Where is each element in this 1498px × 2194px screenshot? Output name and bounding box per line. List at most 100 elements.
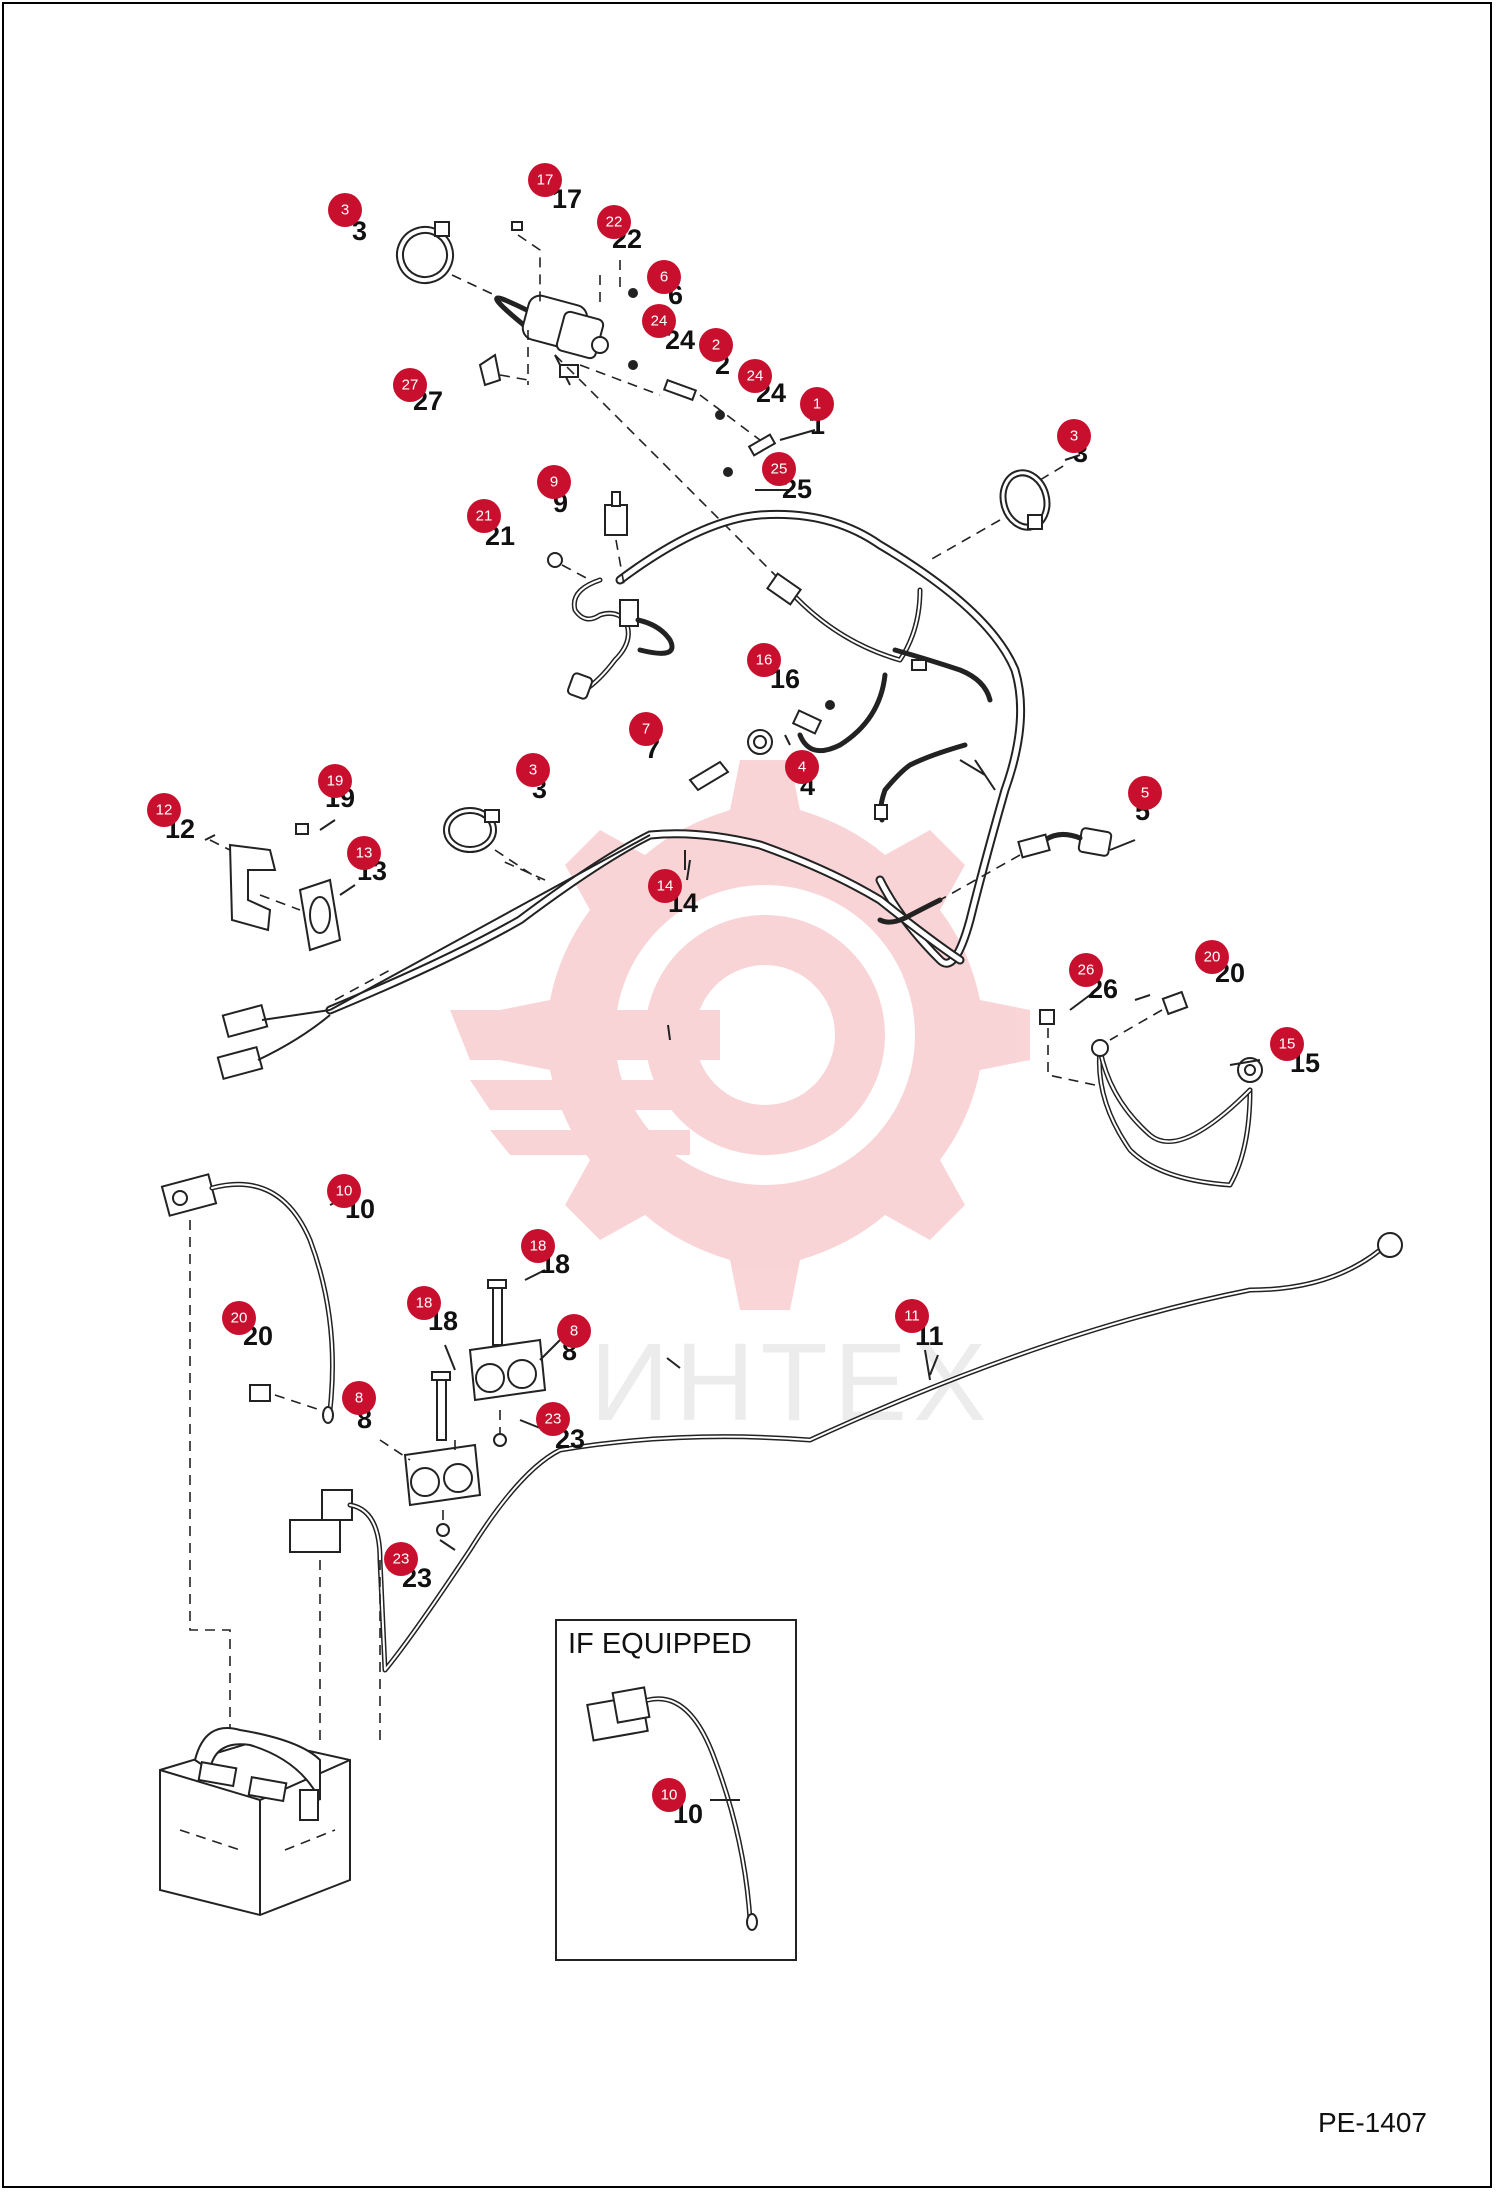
badge-3-mid: 3 xyxy=(516,753,550,787)
bracket-12 xyxy=(228,843,277,932)
svg-text:21: 21 xyxy=(476,508,493,525)
badge-5: 5 xyxy=(1128,776,1162,810)
inset-title: IF EQUIPPED xyxy=(568,1628,752,1660)
badge-9: 9 xyxy=(537,465,571,499)
badge-25: 25 xyxy=(762,452,796,486)
hose-clamp-right xyxy=(999,469,1051,531)
svg-text:5: 5 xyxy=(1141,785,1149,802)
badge-26: 26 xyxy=(1069,953,1103,987)
svg-text:18: 18 xyxy=(416,1295,433,1312)
battery-cable-10 xyxy=(160,1173,335,1424)
svg-text:23: 23 xyxy=(545,1411,562,1428)
grommet-4 xyxy=(747,729,773,755)
badge-4: 4 xyxy=(785,750,819,784)
svg-text:26: 26 xyxy=(1078,962,1095,979)
badge-10-inset: 10 xyxy=(652,1778,686,1812)
svg-text:2: 2 xyxy=(712,337,720,354)
hose-clamp-mid xyxy=(443,807,500,853)
clamp-block-lower xyxy=(403,1443,482,1507)
harness-connector-a xyxy=(765,572,803,606)
svg-text:10: 10 xyxy=(336,1183,353,1200)
badge-18-lower: 18 xyxy=(407,1286,441,1320)
screw-17 xyxy=(511,221,523,231)
sensor-connector-16 xyxy=(791,709,823,735)
badge-14: 14 xyxy=(648,869,682,903)
badge-10-top: 10 xyxy=(327,1174,361,1208)
bracket-27 xyxy=(478,353,502,387)
washer-24b xyxy=(715,410,725,420)
switch-9 xyxy=(604,491,628,536)
svg-text:13: 13 xyxy=(356,845,373,862)
badge-15: 15 xyxy=(1270,1027,1304,1061)
clamp-block-upper xyxy=(468,1338,547,1402)
bolt-26 xyxy=(1039,1009,1055,1025)
badge-16: 16 xyxy=(747,643,781,677)
sensor-7 xyxy=(688,760,730,792)
svg-text:3: 3 xyxy=(341,202,349,219)
svg-text:22: 22 xyxy=(606,214,623,231)
badge-11: 11 xyxy=(895,1299,929,1333)
svg-text:6: 6 xyxy=(660,269,668,286)
svg-text:14: 14 xyxy=(657,878,674,895)
battery-cable-11 xyxy=(289,1232,1403,1673)
badge-1: 1 xyxy=(800,387,834,421)
svg-text:17: 17 xyxy=(537,172,554,189)
watermark-gear-logo xyxy=(450,760,1030,1310)
badge-6: 6 xyxy=(647,260,681,294)
svg-text:8: 8 xyxy=(355,1390,363,1407)
washer-24a xyxy=(628,360,638,370)
badge-24-a: 24 xyxy=(642,304,676,338)
svg-text:4: 4 xyxy=(798,759,806,776)
grommet-13 xyxy=(298,878,342,952)
svg-text:20: 20 xyxy=(1204,949,1221,966)
svg-text:24: 24 xyxy=(651,313,668,330)
svg-text:18: 18 xyxy=(530,1238,547,1255)
svg-text:9: 9 xyxy=(550,474,558,491)
svg-text:25: 25 xyxy=(771,461,788,478)
bolt-20-right xyxy=(1161,990,1189,1016)
nut-21 xyxy=(547,552,563,568)
svg-text:20: 20 xyxy=(231,1310,248,1327)
hose-clamp-top xyxy=(396,221,454,284)
harness-plug-left xyxy=(216,1003,331,1081)
nut-23-lower xyxy=(436,1523,450,1537)
badge-8-lower: 8 xyxy=(342,1381,376,1415)
svg-text:10: 10 xyxy=(661,1787,678,1804)
badge-3-top: 3 xyxy=(328,193,362,227)
svg-text:11: 11 xyxy=(904,1308,920,1325)
badge-22: 22 xyxy=(597,205,631,239)
badge-23-lower: 23 xyxy=(384,1542,418,1576)
sensor-5 xyxy=(1017,827,1113,859)
badge-24-b: 24 xyxy=(738,359,772,393)
badge-23-upper: 23 xyxy=(536,1402,570,1436)
nut-6 xyxy=(628,288,638,298)
bolt-20-left xyxy=(249,1384,271,1402)
screw-19 xyxy=(295,823,309,835)
badge-2: 2 xyxy=(699,328,733,362)
badge-3-right: 3 xyxy=(1057,419,1091,453)
badge-20-right: 20 xyxy=(1195,940,1229,974)
svg-text:3: 3 xyxy=(529,762,537,779)
svg-text:27: 27 xyxy=(402,377,419,394)
watermark-text: ИНТЕХ xyxy=(590,1321,992,1444)
nut-25 xyxy=(723,467,733,477)
badge-21: 21 xyxy=(467,499,501,533)
svg-text:3: 3 xyxy=(1070,428,1078,445)
bolt-18-lower xyxy=(431,1371,451,1441)
badge-7: 7 xyxy=(629,712,663,746)
badge-17: 17 xyxy=(528,163,562,197)
svg-text:16: 16 xyxy=(756,652,773,669)
label-3-top: 3 xyxy=(352,216,367,246)
starter-solenoid xyxy=(494,294,609,386)
badge-13: 13 xyxy=(347,836,381,870)
svg-text:12: 12 xyxy=(156,802,173,819)
spacer-2 xyxy=(662,378,698,402)
svg-text:8: 8 xyxy=(570,1323,578,1340)
drawing-reference-code: PE-1407 xyxy=(1318,2107,1427,2138)
ground-strap-15 xyxy=(1091,1039,1263,1188)
badge-20-left: 20 xyxy=(222,1301,256,1335)
bolt-18-upper xyxy=(487,1279,507,1346)
svg-text:23: 23 xyxy=(393,1551,410,1568)
badge-8-upper: 8 xyxy=(557,1314,591,1348)
